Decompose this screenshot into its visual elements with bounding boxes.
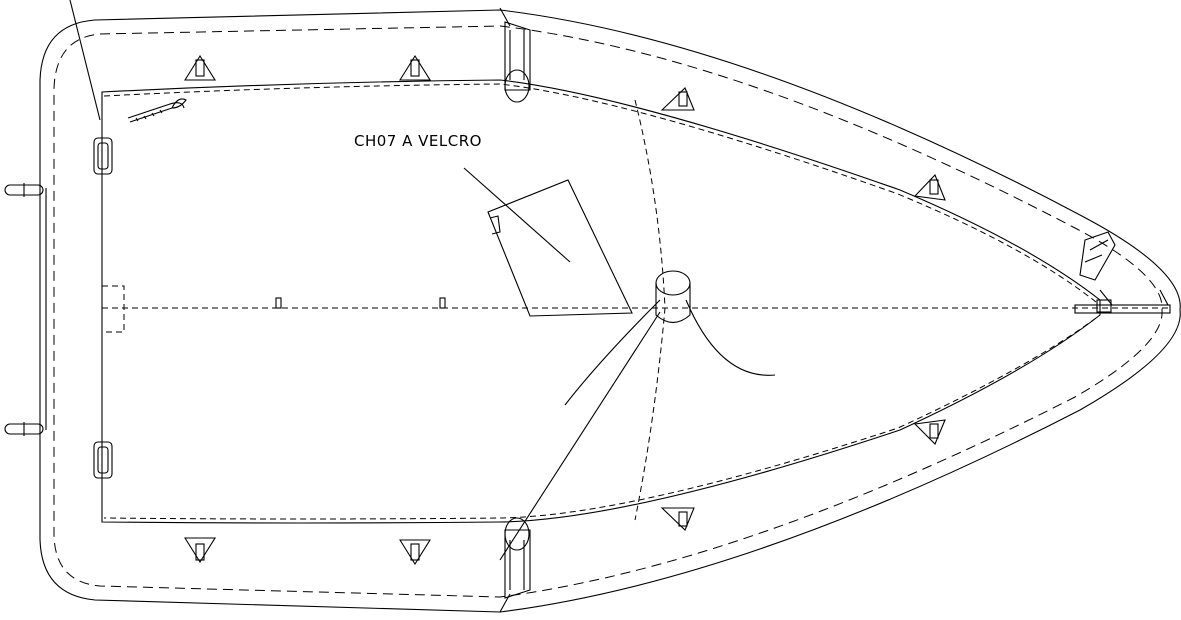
floor-outline	[101, 79, 1101, 524]
velcro-panel	[487, 179, 633, 317]
rope-line	[499, 311, 661, 561]
grab-handle-top-inner	[97, 142, 109, 170]
floor-seam-dashed	[103, 83, 1097, 520]
lifeline-holder	[184, 537, 216, 564]
lifeline-holder	[660, 87, 695, 111]
side-label-container	[0, 190, 16, 420]
velcro-callout-label: CH07 A VELCRO	[354, 132, 482, 150]
post-top	[655, 270, 691, 296]
lifeline-holder	[399, 539, 431, 566]
strap-line-left	[564, 299, 661, 406]
transom-drain-dashed	[101, 285, 125, 333]
tube-outer-outline	[39, 9, 1181, 613]
oarlock-top	[499, 7, 531, 103]
tube-seam-dashed	[53, 25, 1163, 598]
velcro-panel-tab	[489, 215, 501, 235]
post-body	[655, 283, 691, 324]
lifeline-holder	[913, 419, 946, 445]
grab-handle-bottom-inner	[97, 446, 109, 474]
lifeline-holder	[184, 54, 216, 81]
thwart-dashed-line	[634, 99, 666, 521]
grab-handle-bottom	[93, 441, 113, 479]
oarlock-bottom	[499, 517, 531, 613]
strap-line-right	[685, 299, 776, 376]
centerline-tab	[439, 297, 446, 309]
lifeline-holder	[660, 507, 695, 531]
grab-handle-top	[93, 137, 113, 175]
rope-ladder-icon	[127, 98, 187, 123]
bow-fitting-upper	[1079, 231, 1116, 281]
lifeline-holder	[913, 174, 946, 201]
towing-eye	[1074, 289, 1171, 314]
lifeline-holder	[399, 54, 431, 81]
top-leader-line	[69, 0, 101, 121]
velcro-callout-leader	[463, 167, 571, 263]
transom-handle-top	[4, 183, 44, 197]
transom-handle-bottom	[4, 422, 44, 436]
centerline-tab	[275, 297, 282, 309]
